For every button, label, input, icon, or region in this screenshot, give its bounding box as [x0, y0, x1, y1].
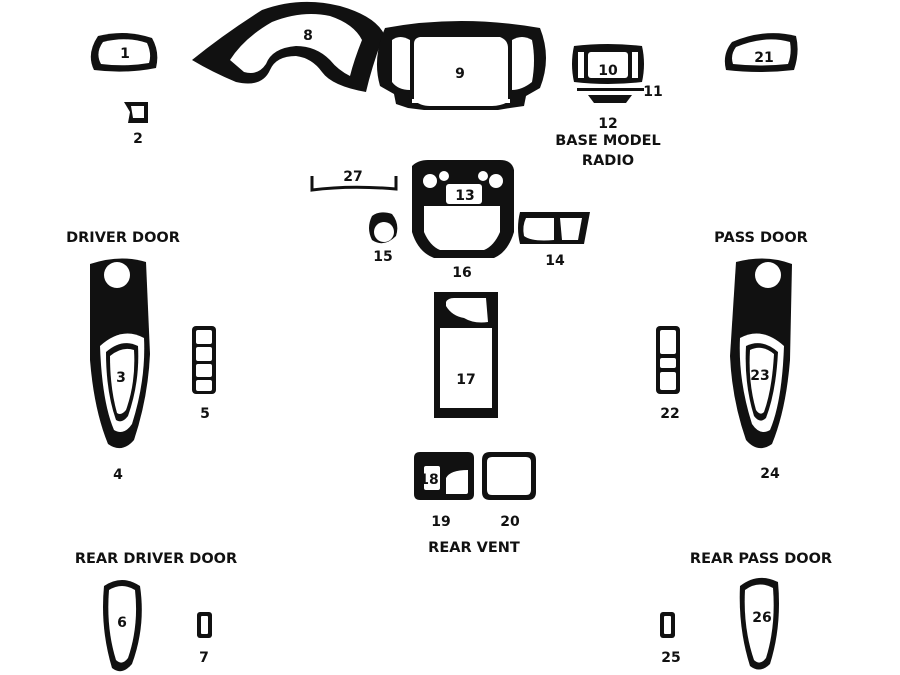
part-number-16: 16 [452, 265, 471, 281]
part-number-21: 21 [754, 50, 773, 66]
part-number-12: 12 [598, 116, 617, 132]
part-number-10: 10 [598, 63, 618, 79]
part-15 [369, 212, 398, 244]
part-22 [656, 326, 680, 394]
part-1 [90, 32, 158, 72]
part-13 [446, 184, 482, 204]
part-18 [420, 462, 468, 494]
section-rear-pass-door: REAR PASS DOOR [690, 551, 832, 567]
part-14 [518, 212, 590, 244]
part-26 [739, 577, 779, 670]
part-2 [124, 102, 148, 123]
part-5 [192, 326, 216, 394]
part-number-7: 7 [199, 650, 209, 666]
part-6 [103, 580, 142, 672]
part-number-6: 6 [117, 615, 127, 631]
section-pass-door: PASS DOOR [714, 230, 808, 246]
section-rear-driver-door: REAR DRIVER DOOR [75, 551, 237, 567]
part-number-25: 25 [661, 650, 680, 666]
part-9 [376, 21, 546, 110]
part-number-9: 9 [455, 66, 465, 82]
section-radio: RADIO [582, 153, 634, 169]
part-25 [660, 612, 675, 638]
part-number-19: 19 [431, 514, 450, 530]
part-number-14: 14 [545, 253, 565, 269]
part-7 [197, 612, 212, 638]
part-number-2: 2 [133, 131, 143, 147]
part-number-27: 27 [343, 169, 362, 185]
part-number-1: 1 [120, 46, 130, 62]
part-number-23: 23 [750, 368, 769, 384]
part-number-18: 18 [419, 472, 438, 488]
part-number-4: 4 [113, 467, 123, 483]
part-21 [724, 33, 798, 72]
part-number-17: 17 [456, 372, 475, 388]
part-23 [745, 343, 778, 421]
part-number-20: 20 [500, 514, 520, 530]
part-17 [434, 292, 498, 418]
part-number-11: 11 [643, 84, 662, 100]
part-number-8: 8 [303, 28, 313, 44]
part-20 [482, 452, 536, 500]
part-27 [310, 176, 398, 192]
part-16 [412, 160, 514, 258]
part-11 [577, 88, 644, 103]
part-8 [192, 1, 384, 92]
part-number-26: 26 [752, 610, 771, 626]
part-number-24: 24 [760, 466, 780, 482]
part-number-13: 13 [455, 188, 474, 204]
part-number-22: 22 [660, 406, 679, 422]
part-number-3: 3 [116, 370, 126, 386]
section-rear-vent: REAR VENT [428, 540, 520, 556]
part-number-15: 15 [373, 249, 392, 265]
part-10 [572, 44, 644, 84]
part-3 [106, 343, 139, 422]
part-number-5: 5 [200, 406, 210, 422]
section-driver-door: DRIVER DOOR [66, 230, 180, 246]
section-base-model: BASE MODEL [555, 133, 661, 149]
